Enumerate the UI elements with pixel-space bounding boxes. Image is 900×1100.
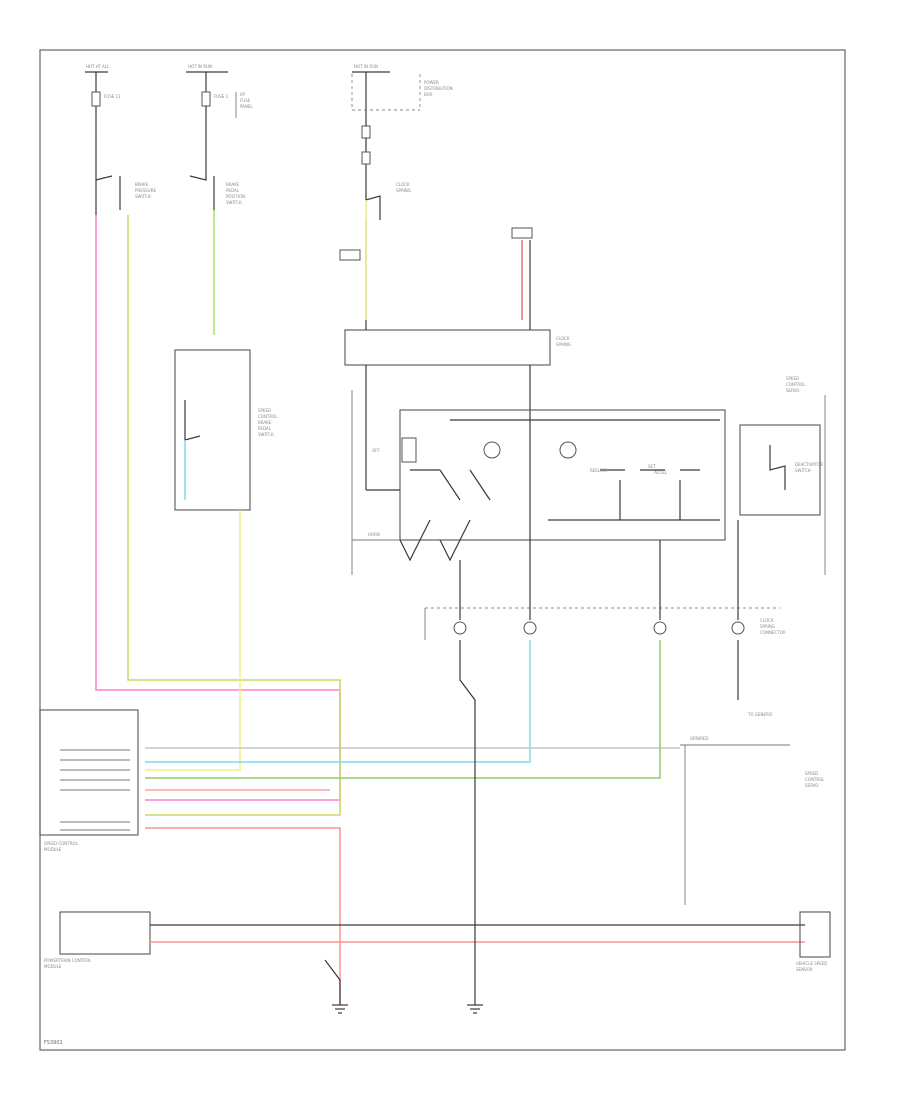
svg-text:TO GENERIC: TO GENERIC — [747, 712, 773, 717]
svg-text:MODULE: MODULE — [44, 964, 62, 969]
svg-text:POSITION: POSITION — [226, 194, 245, 199]
svg-text:SPRING: SPRING — [396, 188, 411, 193]
svg-text:SPRING: SPRING — [556, 342, 571, 347]
fuse-stack-right: CLOCK SPRING — [361, 110, 411, 220]
right-relay-area: TO GENERIC GRN/RED SPEED CONTROL SERVO — [680, 640, 825, 905]
svg-text:SPEED: SPEED — [258, 408, 271, 413]
svg-text:DEACTIVATOR: DEACTIVATOR — [795, 462, 823, 467]
fuse-feed-right: HOT IN RUN POWER DISTRIBUTION BOX — [351, 64, 453, 111]
svg-text:OFF: OFF — [372, 448, 380, 453]
brake-pedal-position-switch: BRAKE PEDAL POSITION SWITCH — [189, 140, 245, 210]
svg-text:CLOCK: CLOCK — [556, 336, 570, 341]
wire-light-yellow-right — [339, 200, 367, 320]
svg-text:SWITCH: SWITCH — [226, 200, 242, 205]
svg-text:HOT IN RUN: HOT IN RUN — [188, 64, 212, 69]
svg-text:PANEL: PANEL — [240, 104, 253, 109]
svg-text:SPEED: SPEED — [786, 376, 799, 381]
svg-text:CLOCK: CLOCK — [760, 618, 774, 623]
svg-text:POWER: POWER — [424, 80, 439, 85]
svg-text:SWITCH: SWITCH — [795, 468, 811, 473]
wire-red-top — [511, 227, 533, 320]
svg-text:POWERTRAIN CONTROL: POWERTRAIN CONTROL — [44, 958, 92, 963]
svg-text:MODULE: MODULE — [44, 847, 62, 852]
svg-text:DISTRIBUTION: DISTRIBUTION — [424, 86, 453, 91]
svg-text:CONTROL: CONTROL — [258, 414, 278, 419]
svg-text:PEDAL: PEDAL — [226, 188, 240, 193]
wire-yellow-green — [127, 215, 341, 816]
brake-switch-lower-module: SPEED CONTROL BRAKE PEDAL SWITCH — [174, 349, 278, 511]
svg-text:FUSE: FUSE — [240, 98, 251, 103]
svg-text:SPEED CONTROL: SPEED CONTROL — [44, 841, 79, 846]
svg-text:BRAKE: BRAKE — [258, 420, 272, 425]
svg-text:SERVO: SERVO — [786, 388, 799, 393]
speed-control-servo-box — [344, 329, 551, 366]
wire-pink — [95, 215, 341, 801]
vehicle-speed-sensor: VEHICLE SPEED SENSOR — [796, 911, 831, 972]
ground-left — [324, 959, 348, 1014]
svg-text:SENSOR: SENSOR — [796, 967, 813, 972]
svg-text:BRAKE: BRAKE — [135, 182, 149, 187]
fuse-feed-left: HOT AT ALL FUSE 11 — [85, 64, 121, 140]
dump-valve-switch: DEACTIVATOR SWITCH SPEED CONTROL SERVO — [739, 376, 826, 575]
ground-center — [459, 640, 483, 1014]
svg-text:ACCEL: ACCEL — [654, 470, 668, 475]
svg-text:SWITCH: SWITCH — [135, 194, 151, 199]
speed-control-switch-assembly: OFF RESUME SET ACCEL — [372, 409, 726, 541]
svg-text:I/P: I/P — [240, 92, 246, 97]
left-bus-lines: HORN — [351, 390, 471, 575]
wire-yellow-long — [145, 510, 241, 771]
svg-text:VEHICLE SPEED: VEHICLE SPEED — [796, 961, 827, 966]
svg-text:BOX: BOX — [424, 92, 433, 97]
svg-text:SPRING: SPRING — [760, 624, 775, 629]
svg-text:SWITCH: SWITCH — [258, 432, 274, 437]
svg-text:SERVO: SERVO — [805, 783, 818, 788]
fuse-feed-center: HOT IN RUN FUSE 1 I/P FUSE PANEL — [186, 64, 253, 140]
module-output-wires — [145, 640, 680, 1005]
diagram-code: FS3901 — [44, 1040, 63, 1046]
speed-control-module: SPEED CONTROL MODULE — [39, 709, 139, 852]
svg-text:GRN/RED: GRN/RED — [690, 736, 709, 741]
svg-text:PEDAL: PEDAL — [258, 426, 272, 431]
svg-text:RESUME: RESUME — [590, 468, 607, 473]
svg-text:CONNECTOR: CONNECTOR — [760, 630, 786, 635]
brake-pressure-switch-left: BRAKE PRESSURE SWITCH — [95, 140, 157, 215]
svg-text:HOT IN RUN: HOT IN RUN — [354, 64, 378, 69]
svg-text:SET: SET — [648, 464, 656, 469]
svg-text:BRAKE: BRAKE — [226, 182, 240, 187]
svg-text:CONTROL: CONTROL — [786, 382, 806, 387]
svg-text:HORN: HORN — [368, 532, 380, 537]
svg-text:FUSE 1: FUSE 1 — [214, 94, 229, 99]
svg-text:PRESSURE: PRESSURE — [135, 188, 157, 193]
powertrain-control-module: POWERTRAIN CONTROL MODULE — [44, 911, 805, 969]
svg-text:CLOCK: CLOCK — [396, 182, 410, 187]
svg-text:HOT AT ALL: HOT AT ALL — [86, 64, 110, 69]
servo-wire-group: CLOCK SPRING — [365, 220, 571, 490]
clock-spring-connector-row: CLOCK SPRING CONNECTOR — [424, 420, 786, 640]
svg-text:CONTROL: CONTROL — [805, 777, 825, 782]
diagram-frame — [39, 49, 846, 1051]
svg-text:FUSE 11: FUSE 11 — [104, 94, 121, 99]
svg-text:SPEED: SPEED — [805, 771, 818, 776]
